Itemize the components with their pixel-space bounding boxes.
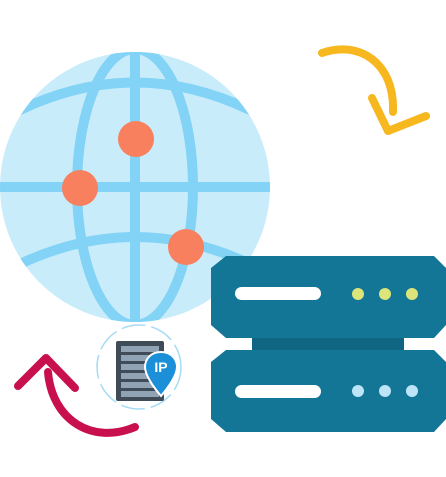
globe-node (62, 170, 98, 206)
ip-server-badge-icon: IP (96, 324, 182, 410)
server-led (406, 385, 418, 397)
badge-ring (96, 324, 182, 410)
globe-node (118, 121, 154, 157)
server-slot (235, 385, 321, 398)
curved-arrow-icon (14, 354, 139, 437)
ip-badge-label: IP (154, 359, 167, 375)
server-unit-bottom (211, 350, 446, 432)
server-rack-icon (211, 256, 446, 432)
clockwise-arrow-icon (318, 45, 430, 135)
server-slot (235, 287, 321, 300)
server-unit-top (211, 256, 446, 338)
globe-node (168, 229, 204, 265)
server-led (352, 288, 364, 300)
location-pin-icon: IP (143, 350, 179, 398)
server-led (352, 385, 364, 397)
server-led (379, 385, 391, 397)
server-led (406, 288, 418, 300)
server-led (379, 288, 391, 300)
globe-icon (0, 52, 270, 322)
